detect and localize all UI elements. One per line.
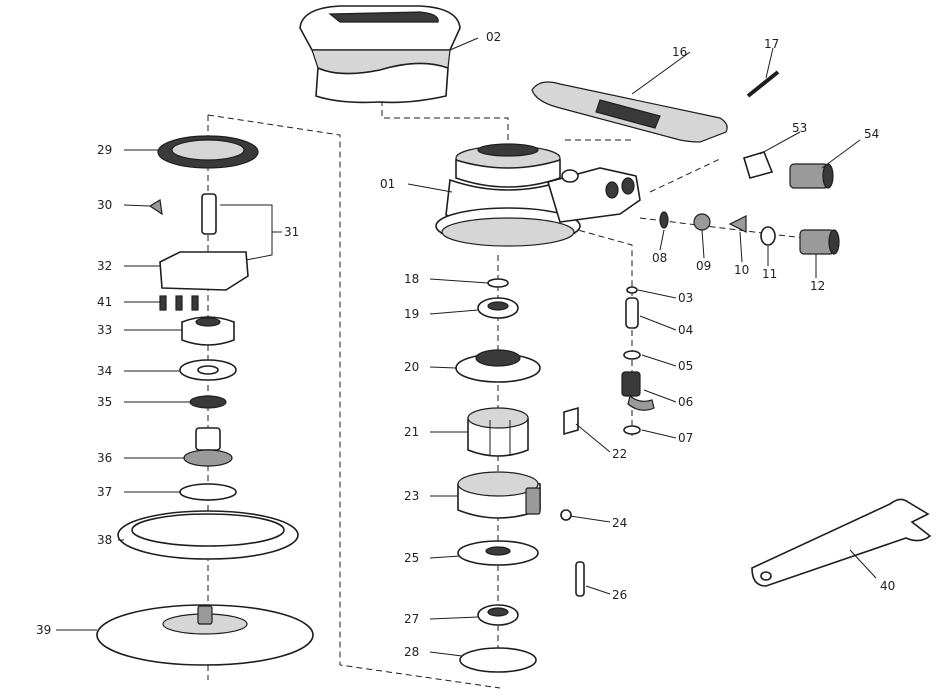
part-08-washer bbox=[659, 211, 669, 229]
part-labels: 01 02 03 04 05 06 07 08 09 10 11 12 16 1… bbox=[36, 30, 895, 659]
part-36-spindle-nut bbox=[183, 427, 233, 467]
part-34-washer bbox=[179, 359, 237, 381]
part-label: 38 bbox=[97, 533, 112, 547]
part-label: 39 bbox=[36, 623, 51, 637]
part-label: 35 bbox=[97, 395, 112, 409]
part-31-shaft bbox=[201, 193, 217, 235]
part-label: 20 bbox=[404, 360, 419, 374]
part-02-housing-cover bbox=[299, 5, 461, 104]
part-20-bearing-plate bbox=[455, 349, 541, 383]
part-21-rotor bbox=[467, 407, 529, 457]
part-12-air-inlet bbox=[799, 229, 840, 255]
part-01-main-housing bbox=[435, 143, 641, 247]
part-10-valve bbox=[728, 215, 747, 233]
part-label: 25 bbox=[404, 551, 419, 565]
part-54-exhaust-fitting bbox=[789, 163, 834, 189]
part-label: 26 bbox=[612, 588, 627, 602]
part-11-o-ring bbox=[760, 226, 776, 246]
part-18-circlip bbox=[487, 278, 509, 288]
part-label: 24 bbox=[612, 516, 627, 530]
part-label: 11 bbox=[762, 267, 777, 281]
part-label: 34 bbox=[97, 364, 112, 378]
part-30-key bbox=[148, 199, 163, 216]
part-28-o-ring bbox=[459, 647, 537, 673]
leader-lines bbox=[56, 37, 877, 657]
part-label: 08 bbox=[652, 251, 667, 265]
part-41-screws bbox=[159, 295, 199, 311]
part-label: 03 bbox=[678, 291, 693, 305]
part-09-valve-spring bbox=[693, 213, 711, 231]
part-53-muffler bbox=[743, 151, 774, 179]
part-label: 37 bbox=[97, 485, 112, 499]
part-17-lever-pin bbox=[746, 70, 780, 98]
part-label: 53 bbox=[792, 121, 807, 135]
part-16-throttle-lever bbox=[531, 81, 728, 143]
part-label: 18 bbox=[404, 272, 419, 286]
part-label: 12 bbox=[810, 279, 825, 293]
part-label: 23 bbox=[404, 489, 419, 503]
part-label: 02 bbox=[486, 30, 501, 44]
part-32-balancer bbox=[159, 251, 249, 291]
part-22-vane bbox=[563, 406, 579, 436]
part-label: 40 bbox=[880, 579, 895, 593]
part-label: 17 bbox=[764, 37, 779, 51]
part-07-seal bbox=[623, 425, 641, 435]
part-label: 19 bbox=[404, 307, 419, 321]
part-label: 06 bbox=[678, 395, 693, 409]
part-label: 21 bbox=[404, 425, 419, 439]
assembly-axes bbox=[207, 100, 821, 689]
part-label: 41 bbox=[97, 295, 112, 309]
part-label: 01 bbox=[380, 177, 395, 191]
part-label: 16 bbox=[672, 45, 687, 59]
part-39-sanding-pad bbox=[96, 604, 314, 666]
part-37-retaining-ring bbox=[179, 483, 237, 501]
part-label: 04 bbox=[678, 323, 693, 337]
part-label: 36 bbox=[97, 451, 112, 465]
part-label: 33 bbox=[97, 323, 112, 337]
part-label: 32 bbox=[97, 259, 112, 273]
part-06-regulator bbox=[621, 371, 655, 411]
part-label: 10 bbox=[734, 263, 749, 277]
part-29-seal-ring bbox=[157, 135, 259, 169]
part-38-dust-skirt bbox=[117, 510, 299, 560]
part-label: 27 bbox=[404, 612, 419, 626]
part-label: 09 bbox=[696, 259, 711, 273]
part-label: 05 bbox=[678, 359, 693, 373]
part-23-cylinder bbox=[457, 471, 541, 519]
part-04-valve-stem bbox=[625, 297, 639, 329]
part-label: 31 bbox=[284, 225, 299, 239]
part-label: 29 bbox=[97, 143, 112, 157]
part-40-spanner-wrench bbox=[751, 498, 932, 587]
part-label: 28 bbox=[404, 645, 419, 659]
part-03-o-ring bbox=[626, 286, 638, 294]
part-25-end-plate bbox=[457, 540, 539, 566]
part-label: 07 bbox=[678, 431, 693, 445]
part-label: 30 bbox=[97, 198, 112, 212]
part-27-bearing bbox=[477, 604, 519, 626]
part-19-bearing bbox=[477, 297, 519, 319]
part-label: 22 bbox=[612, 447, 627, 461]
part-26-pin bbox=[575, 561, 585, 597]
part-35-circlip bbox=[189, 395, 227, 409]
part-33-bearing bbox=[181, 316, 235, 346]
part-24-pin-ring bbox=[560, 509, 572, 521]
part-label: 54 bbox=[864, 127, 879, 141]
part-05-washer bbox=[623, 350, 641, 360]
